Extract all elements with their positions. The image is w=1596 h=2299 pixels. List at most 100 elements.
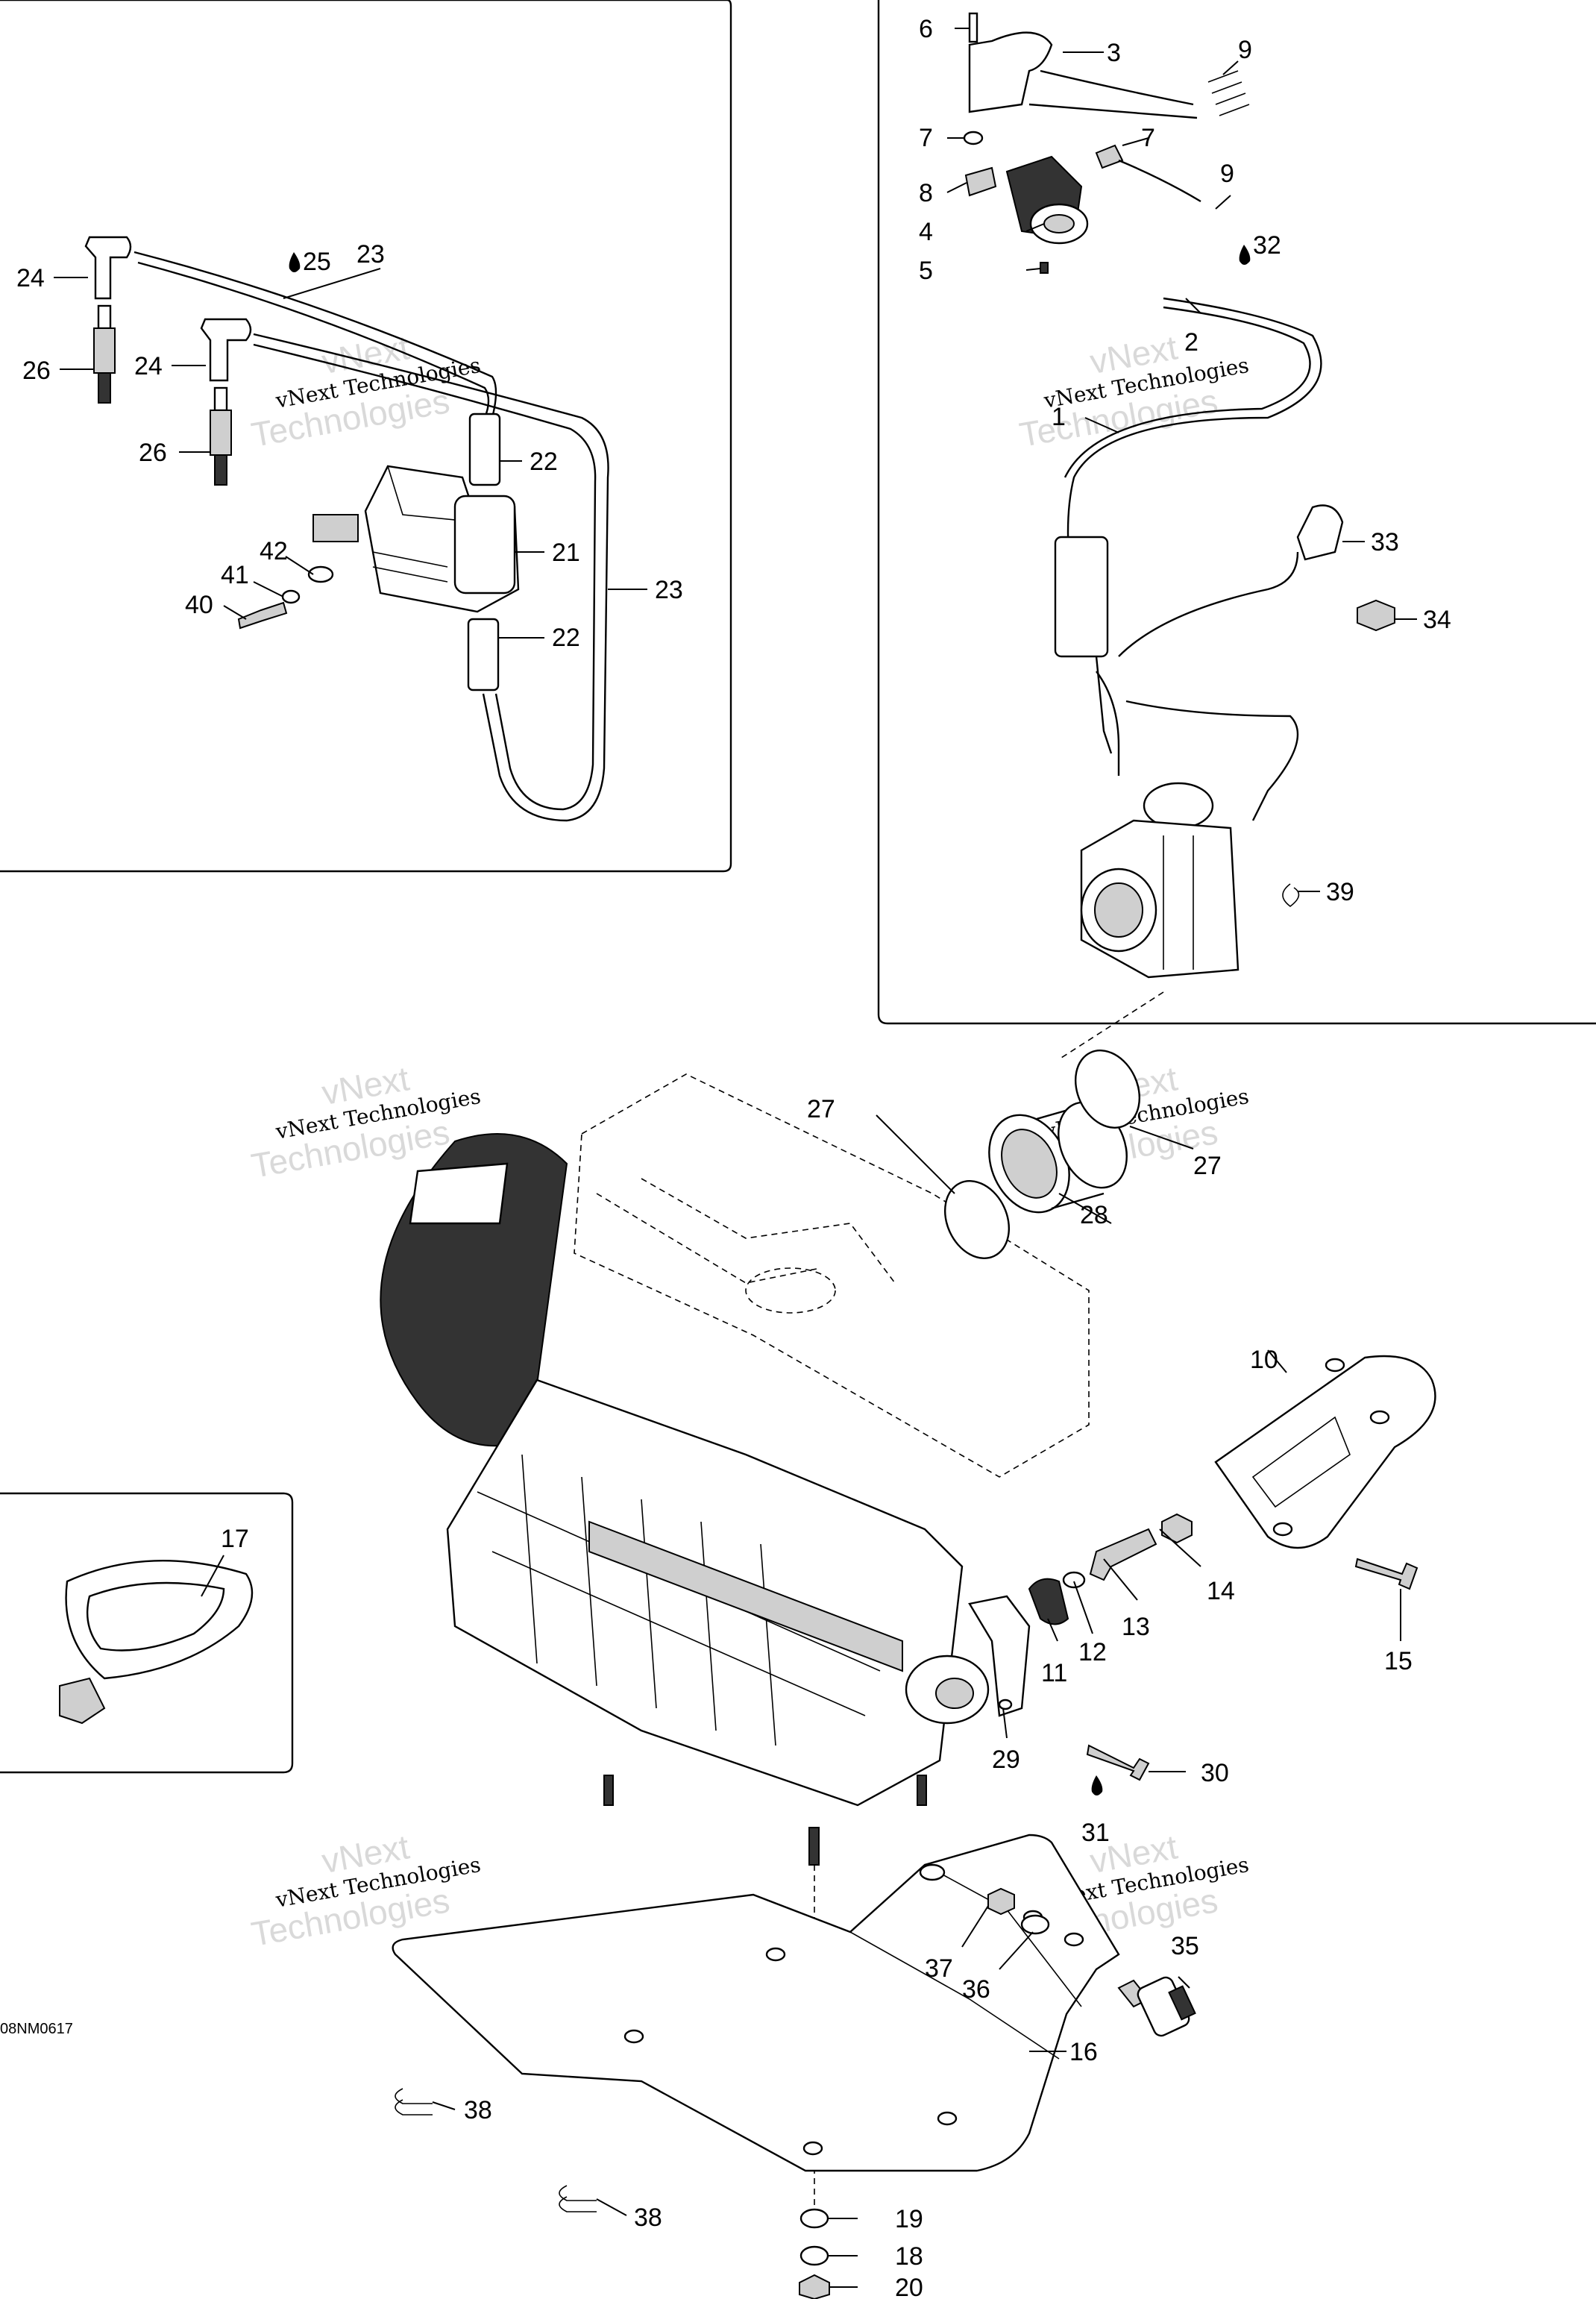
bolt-15 [1354,1558,1419,1590]
callout-13: 13 [1122,1613,1150,1641]
sensor-35 [1117,1976,1196,2037]
clip-39 [1282,883,1300,908]
callout-20: 20 [895,2274,923,2299]
callout-24b: 24 [134,352,163,380]
wire-terminals-9 [1207,70,1250,116]
screw-6 [968,12,978,43]
stud-13 [1089,1528,1157,1581]
retainer-7 [963,131,984,145]
washer-19 [799,2208,829,2229]
carb-cables [1096,671,1299,821]
washer-18 [799,2245,829,2266]
callout-8: 8 [919,179,933,207]
intake-adapter-28 [988,1101,1128,1214]
callout-5: 5 [919,257,933,285]
bolt-30 [1086,1744,1150,1781]
callout-38-lower: 38 [634,2204,662,2232]
bracket-29 [968,1595,1031,1717]
spark-plug-1 [93,304,116,404]
cover-8 [964,166,997,197]
callout-32: 32 [1253,231,1281,260]
engine-assembly [380,1073,1090,2208]
callout-39: 39 [1326,878,1354,906]
throttle-cable-upper [1040,69,1194,106]
ignition-coil [312,465,520,613]
carburetor [1080,782,1240,979]
flat-washer [307,565,334,583]
ignition-wire-1b [137,261,490,418]
throttle-switch-body [1005,155,1089,245]
skid-plate-parts [392,1834,1196,2299]
inset-panel-frame [0,1492,294,1774]
throttle-lever-housing [968,31,1053,113]
throttle-cable-main2 [1064,306,1311,478]
spark-plug-cap-1 [84,236,132,300]
harness-wire-9b [1118,159,1201,203]
ignition-panel-frame [0,0,732,873]
callout-27b: 27 [1193,1152,1222,1180]
callout-26b: 26 [139,439,167,467]
wire-boot-lower [467,618,500,691]
washer-36 [1020,1914,1050,1935]
nut-37 [987,1887,1015,1916]
leader-lines [54,28,1417,2288]
throttle-cable-main [1066,297,1322,642]
wire-boot-upper [468,413,501,486]
intake-parts [943,1050,1141,1259]
spark-plug-2 [210,386,232,486]
callout-34: 34 [1423,606,1451,634]
oil-drop-icon [289,252,301,272]
callout-labels: 24 26 24 26 25 23 23 22 21 22 23 42 41 4… [0,15,1451,2299]
cable-adjuster [1054,536,1109,658]
callout-21: 21 [552,539,580,567]
callout-9b: 9 [1220,160,1234,188]
callout-6: 6 [919,15,933,43]
callout-27a: 27 [807,1095,835,1123]
ignition-parts [84,236,609,822]
clip-38a [395,2088,433,2115]
ignition-wire-2 [253,333,609,822]
cylinder-head-outline [574,1073,1090,1478]
callout-12: 12 [1078,1638,1107,1666]
oil-drop-icon [1091,1775,1103,1795]
callout-36: 36 [962,1975,990,2004]
callout-24a: 24 [16,264,45,292]
callout-14: 14 [1207,1577,1235,1605]
choke-lever-33 [1296,504,1344,561]
callout-35: 35 [1171,1932,1199,1960]
callout-10: 10 [1250,1346,1278,1374]
ignition-wire-2b [253,343,597,811]
callout-25: 25 [303,248,331,276]
callout-2: 2 [1184,328,1198,357]
callout-38a: 38 [464,2096,492,2124]
clamp-27a [943,1180,1011,1259]
spark-plug-cap-2 [200,318,252,382]
callout-17: 17 [221,1525,249,1553]
oil-cable [1095,551,1299,754]
inset-part-17 [59,1560,254,1725]
mounting-screw [237,601,288,630]
callout-29: 29 [992,1746,1020,1774]
drawing-code: 08NM0617 [0,2021,73,2037]
callout-33: 33 [1371,528,1399,556]
callout-4: 4 [919,218,933,246]
callout-30: 30 [1201,1759,1229,1787]
callout-28: 28 [1080,1201,1108,1229]
callout-1: 1 [1052,403,1066,431]
callout-9a: 9 [1238,36,1252,64]
ignition-wire-1 [133,251,497,418]
engine-support-parts [968,1355,1436,1781]
callout-15: 15 [1384,1647,1413,1675]
callout-11: 11 [1041,1659,1067,1687]
pin-5 [1040,262,1049,274]
callout-31: 31 [1081,1819,1110,1847]
throttle-cable-upper2 [1028,103,1198,119]
washer-12 [1062,1571,1086,1589]
callout-41: 41 [221,561,249,589]
callout-3: 3 [1107,39,1121,67]
oil-drop-icon [1239,245,1251,265]
clip-38b [559,2185,597,2212]
clamp-27b [1074,1050,1141,1129]
callout-16: 16 [1069,2038,1098,2066]
callout-40: 40 [185,591,213,619]
